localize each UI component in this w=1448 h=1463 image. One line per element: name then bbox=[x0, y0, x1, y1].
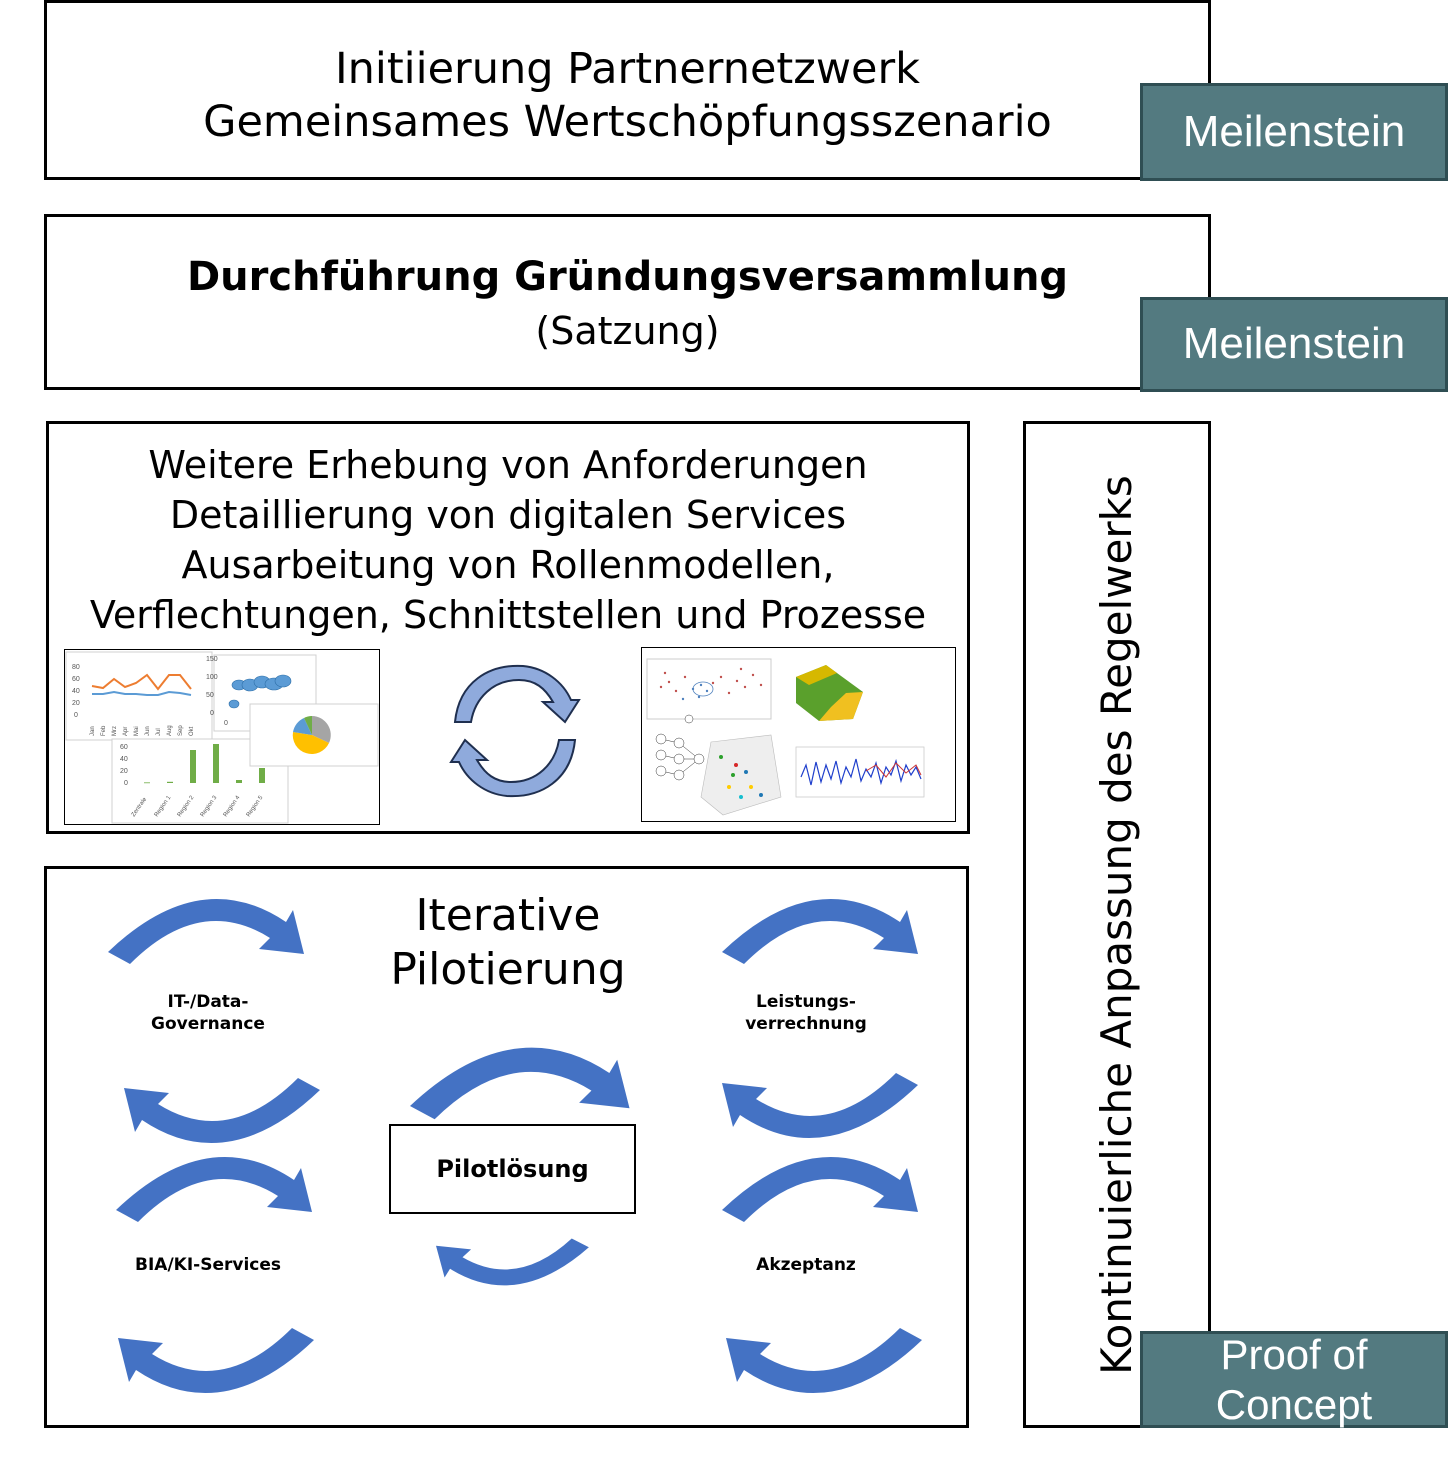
line-xtick-mai: Mai bbox=[134, 726, 140, 736]
bubble-ytick-0: 0 bbox=[210, 710, 214, 717]
line-xtick-jan: Jan bbox=[90, 726, 96, 736]
line-xtick-feb: Feb bbox=[101, 725, 107, 736]
line-ytick-40: 40 bbox=[72, 688, 80, 695]
line-ytick-80: 80 bbox=[72, 664, 80, 671]
box-initiierung: Initiierung Partnernetzwerk Gemeinsames … bbox=[44, 0, 1211, 180]
milestone-2: Meilenstein bbox=[1140, 297, 1448, 392]
pie-chart bbox=[292, 716, 331, 755]
label-akzeptanz: Akzeptanz bbox=[756, 1255, 856, 1275]
timeseries-line bbox=[800, 758, 922, 786]
arrow-bia-bottom bbox=[118, 1328, 314, 1394]
bubble-ytick-50: 50 bbox=[206, 692, 214, 699]
pilotloesung-label: Pilotlösung bbox=[436, 1155, 589, 1183]
scatter-3d bbox=[700, 734, 782, 816]
bubble-ytick-100: 100 bbox=[206, 674, 218, 681]
label-leist-line2: verrechnung bbox=[745, 1014, 867, 1034]
pilotloesung-box: Pilotlösung bbox=[389, 1124, 636, 1214]
label-bia-ki: BIA/KI-Services bbox=[135, 1255, 281, 1275]
surface-plot bbox=[796, 665, 863, 721]
box2-line2: (Satzung) bbox=[535, 309, 720, 353]
arrow-leist-top bbox=[722, 898, 918, 964]
bar-ytick-60: 60 bbox=[120, 744, 128, 751]
line-xtick-apr: Apr bbox=[123, 727, 129, 736]
box-gruendung: Durchführung Gründungsversammlung (Satzu… bbox=[44, 214, 1211, 390]
box3-line2: Detaillierung von digitalen Services bbox=[169, 493, 847, 537]
bubble-ytick-150: 150 bbox=[206, 656, 218, 663]
arrow-pilot-bottom bbox=[436, 1238, 589, 1286]
scatter-points bbox=[659, 667, 763, 701]
arrow-leist-bottom bbox=[722, 1073, 918, 1139]
line-series-orange bbox=[91, 673, 192, 691]
analytics-thumbnail bbox=[641, 647, 956, 822]
line-xtick-sep: Sep bbox=[178, 725, 184, 736]
network-diagram bbox=[655, 714, 705, 781]
box-regelwerk: Kontinuierliche Anpassung des Regelwerks bbox=[1023, 421, 1211, 1428]
line-xtick-jul: Jul bbox=[156, 728, 162, 736]
line-ytick-60: 60 bbox=[72, 676, 80, 683]
line-xtick-aug: Aug bbox=[167, 725, 173, 736]
box3-line4: Verflechtungen, Schnittstellen und Proze… bbox=[89, 593, 927, 637]
arrow-it-top bbox=[108, 898, 304, 964]
line-xtick-mrz: Mrz bbox=[112, 726, 118, 736]
cycle-arrows-icon bbox=[449, 664, 581, 798]
box1-line2: Gemeinsames Wertschöpfungsszenario bbox=[203, 97, 1052, 147]
bar-ytick-0: 0 bbox=[124, 780, 128, 787]
bar-mark-1 bbox=[167, 781, 173, 783]
bubble-xtick-0: 0 bbox=[224, 720, 228, 727]
box3-line3: Ausarbeitung von Rollenmodellen, bbox=[181, 543, 835, 587]
arrow-bia-top bbox=[116, 1156, 312, 1222]
arrow-akz-top bbox=[722, 1156, 918, 1222]
line-series-blue bbox=[92, 690, 192, 696]
poc-line1: Proof of bbox=[1220, 1330, 1368, 1378]
bar-mark-4 bbox=[236, 780, 242, 783]
milestone-1-label: Meilenstein bbox=[1182, 106, 1406, 156]
bar-mark-2 bbox=[190, 750, 196, 783]
bar-ytick-40: 40 bbox=[120, 756, 128, 763]
charts-thumbnail: 80 60 40 20 0 Jan Feb Mrz Apr Mai Jun Ju… bbox=[64, 649, 380, 825]
bar-mark-0 bbox=[144, 782, 150, 784]
pilot-title-line2: Pilotierung bbox=[390, 944, 626, 995]
line-xtick-okt: Okt bbox=[189, 726, 195, 736]
bar-ytick-20: 20 bbox=[120, 768, 128, 775]
label-leistungsverrechnung: Leistungs- verrechnung bbox=[696, 991, 916, 1035]
milestone-1: Meilenstein bbox=[1140, 83, 1448, 181]
arrow-it-bottom bbox=[124, 1078, 320, 1144]
label-leist-line1: Leistungs- bbox=[756, 992, 856, 1012]
box1-line1: Initiierung Partnernetzwerk bbox=[334, 44, 921, 94]
box3-line1: Weitere Erhebung von Anforderungen bbox=[148, 443, 868, 487]
milestone-poc: Proof of Concept bbox=[1140, 1331, 1448, 1428]
label-it-line1: IT-/Data- bbox=[167, 992, 249, 1012]
milestone-2-label: Meilenstein bbox=[1182, 319, 1406, 369]
arrow-akz-bottom bbox=[726, 1328, 922, 1394]
label-it-governance: IT-/Data- Governance bbox=[98, 991, 318, 1035]
line-ytick-0: 0 bbox=[74, 712, 78, 719]
line-xtick-jun: Jun bbox=[145, 726, 151, 736]
label-it-line2: Governance bbox=[151, 1014, 265, 1034]
box-pilotierung: Iterative Pilotierung bbox=[44, 866, 969, 1428]
bar-marks bbox=[144, 744, 265, 784]
box-anforderungen: Weitere Erhebung von Anforderungen Detai… bbox=[46, 421, 970, 834]
line-ytick-20: 20 bbox=[72, 700, 80, 707]
bar-mark-5 bbox=[259, 768, 265, 783]
bar-mark-3 bbox=[213, 744, 219, 783]
bubble-points bbox=[228, 674, 292, 709]
box2-line1: Durchführung Gründungsversammlung bbox=[186, 254, 1069, 300]
pilot-title-line1: Iterative bbox=[415, 890, 601, 941]
regelwerk-vertical-label: Kontinuierliche Anpassung des Regelwerks bbox=[1092, 474, 1141, 1375]
timeseries-forecast bbox=[865, 762, 922, 778]
arrow-pilot-top bbox=[410, 1047, 630, 1120]
poc-line2: Concept bbox=[1215, 1380, 1373, 1428]
